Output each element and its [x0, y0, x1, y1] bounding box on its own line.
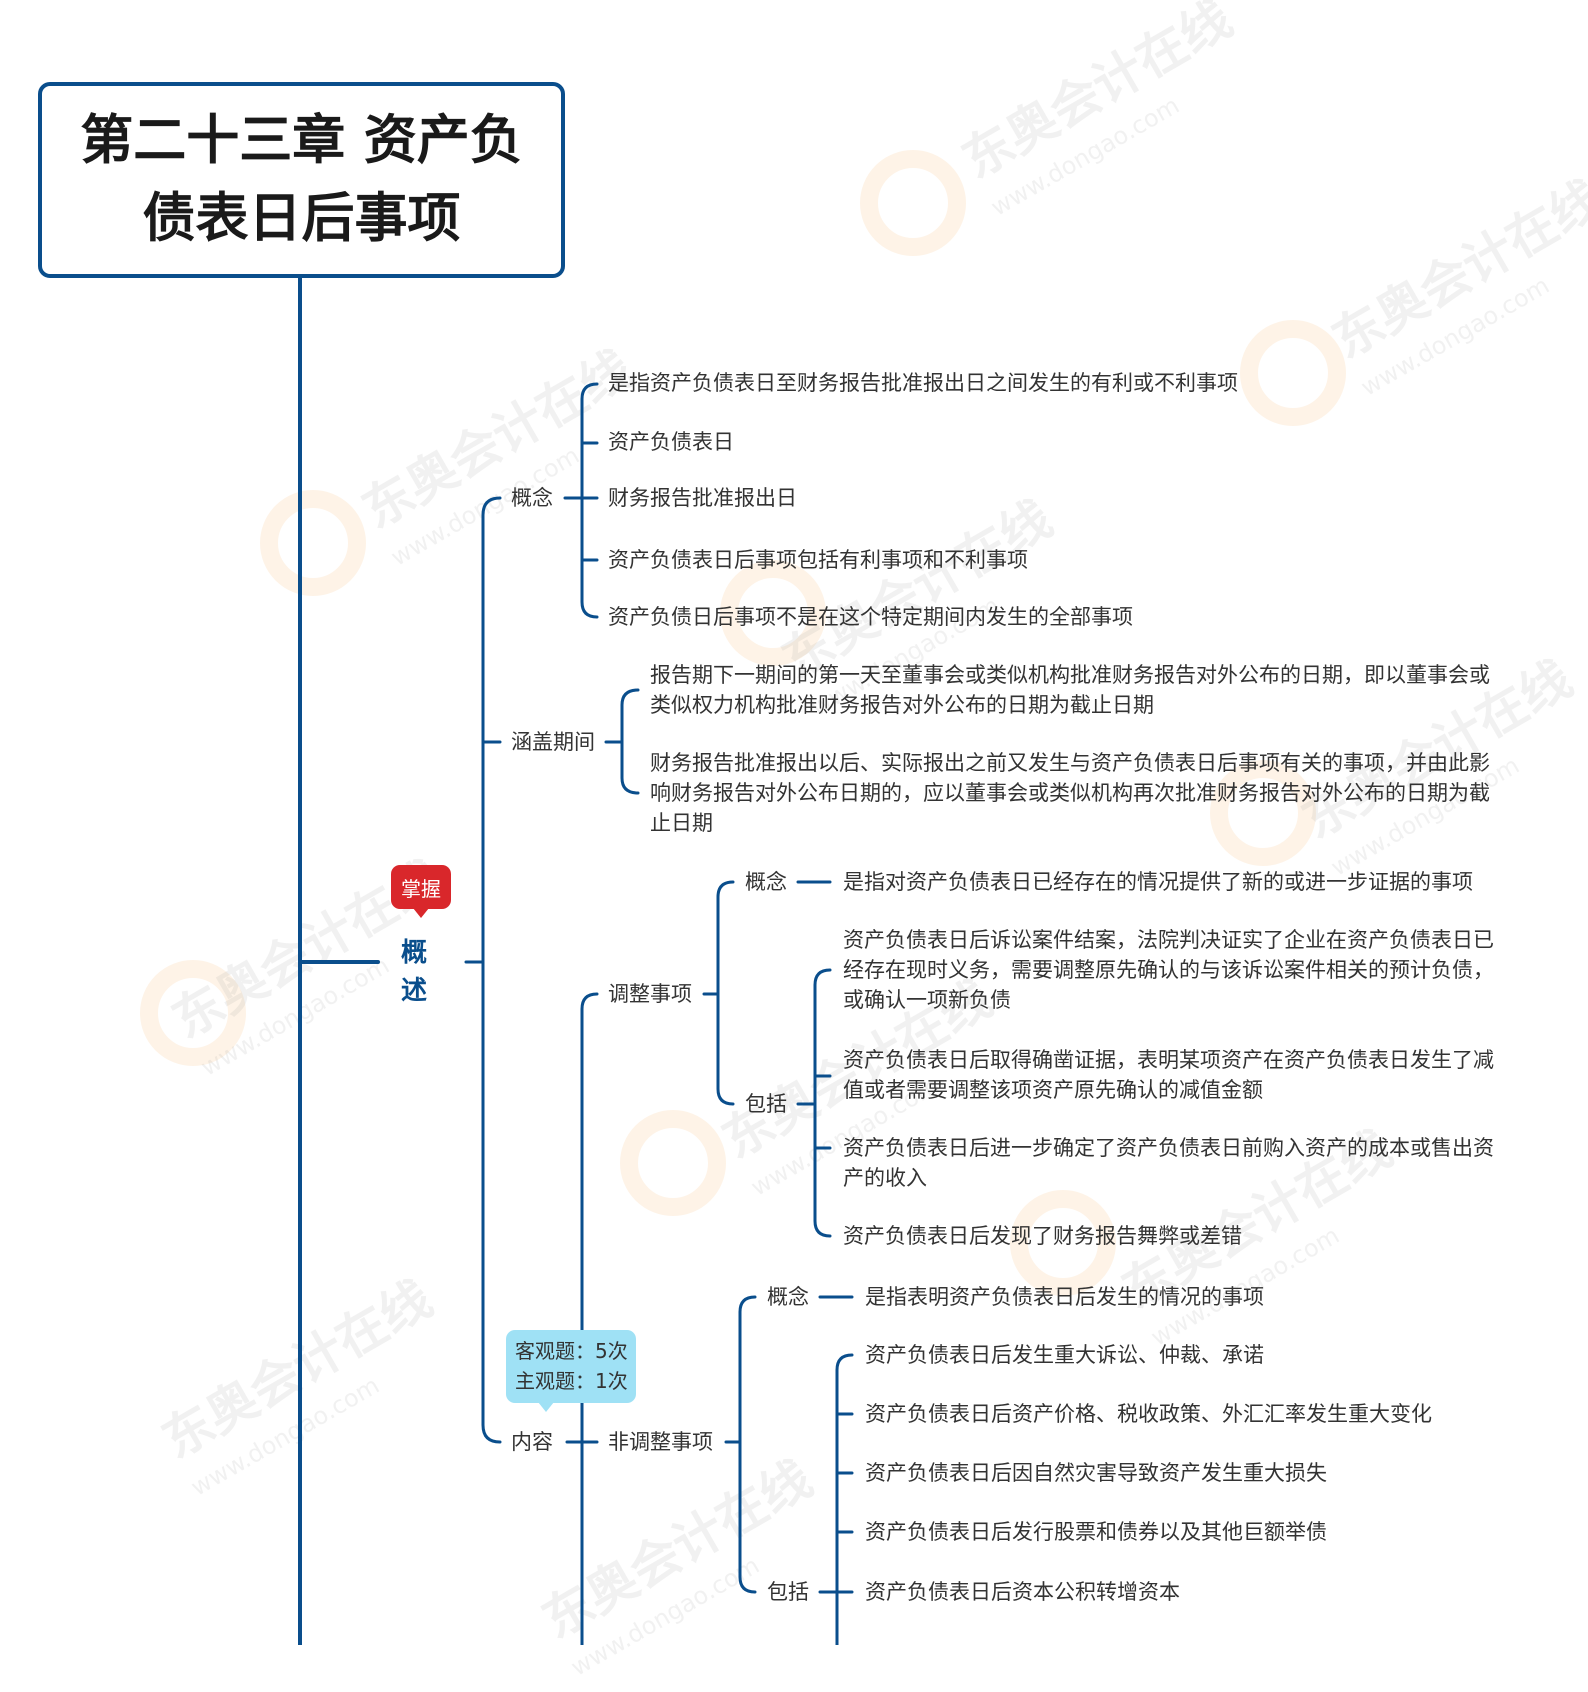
- nonadjusting-concept-label[interactable]: 概念: [767, 1285, 809, 1309]
- branch-period[interactable]: 涵盖期间: [511, 730, 595, 754]
- adjusting-concept-text[interactable]: 是指对资产负债表日已经存在的情况提供了新的或进一步证据的事项: [843, 870, 1473, 894]
- period-item[interactable]: 报告期下一期间的第一天至董事会或类似机构批准财务报告对外公布的日期，即以董事会或…: [650, 663, 1490, 717]
- concept-bracket: [580, 382, 599, 619]
- adjusting-concept-label[interactable]: 概念: [745, 870, 787, 894]
- adjusting-bracket: [716, 880, 735, 1106]
- concept-item[interactable]: 财务报告批准报出日: [608, 486, 797, 510]
- adjusting-item[interactable]: 资产负债表日后取得确凿证据，表明某项资产在资产负债表日发生了减值或者需要调整该项…: [843, 1048, 1494, 1102]
- mindmap-connectors: [298, 276, 854, 1645]
- content-bracket: [580, 992, 599, 1645]
- nonadjusting-item[interactable]: 资产负债表日后资本公积转增资本: [865, 1580, 1180, 1604]
- concept-item[interactable]: 资产负债日后事项不是在这个特定期间内发生的全部事项: [608, 605, 1133, 629]
- nonadjusting-include-bracket: [835, 1353, 854, 1645]
- nonadjusting-item[interactable]: 资产负债表日后发行股票和债券以及其他巨额举债: [865, 1520, 1327, 1544]
- period-bracket: [620, 688, 640, 795]
- nonadjusting-item[interactable]: 资产负债表日后因自然灾害导致资产发生重大损失: [865, 1461, 1327, 1485]
- adjusting-item[interactable]: 资产负债表日后发现了财务报告舞弊或差错: [843, 1224, 1242, 1248]
- adjusting-item[interactable]: 资产负债表日后进一步确定了资产负债表日前购入资产的成本或售出资产的收入: [843, 1136, 1494, 1190]
- nonadjusting-include-label[interactable]: 包括: [767, 1580, 809, 1604]
- nonadjusting-item[interactable]: 资产负债表日后资产价格、税收政策、外汇汇率发生重大变化: [865, 1402, 1432, 1426]
- nonadjusting-item[interactable]: 资产负债表日后发生重大诉讼、仲裁、承诺: [865, 1343, 1264, 1367]
- nonadjusting-concept-text[interactable]: 是指表明资产负债表日后发生的情况的事项: [865, 1285, 1264, 1309]
- section-label[interactable]: 概述: [400, 938, 427, 1006]
- concept-item[interactable]: 资产负债表日: [608, 430, 734, 454]
- concept-item[interactable]: 是指资产负债表日至财务报告批准报出日之间发生的有利或不利事项: [608, 371, 1238, 395]
- branch-non-adjusting[interactable]: 非调整事项: [608, 1430, 713, 1454]
- period-item[interactable]: 财务报告批准报出以后、实际报出之前又发生与资产负债表日后事项有关的事项，并由此影…: [650, 751, 1490, 835]
- adjusting-include-bracket: [813, 968, 832, 1238]
- exam-frequency-note: 客观题：5次 主观题：1次: [506, 1330, 636, 1412]
- adjusting-include-label[interactable]: 包括: [745, 1092, 787, 1116]
- branch-concept[interactable]: 概念: [511, 486, 553, 510]
- concept-item[interactable]: 资产负债表日后事项包括有利事项和不利事项: [608, 548, 1028, 572]
- note-line: 主观题：1次: [515, 1369, 628, 1393]
- branch-adjusting[interactable]: 调整事项: [608, 982, 692, 1006]
- nonadjusting-bracket: [738, 1295, 757, 1594]
- title-box[interactable]: 第二十三章 资产负债表日后事项: [38, 82, 565, 278]
- note-line: 客观题：5次: [515, 1339, 628, 1363]
- level1-bracket: [481, 496, 502, 1444]
- mastery-badge: 掌握: [391, 865, 451, 918]
- page-title: 第二十三章 资产负债表日后事项: [80, 110, 523, 249]
- adjusting-item[interactable]: 资产负债表日后诉讼案件结案，法院判决证实了企业在资产负债表日已经存在现时义务，需…: [843, 928, 1494, 1012]
- branch-content[interactable]: 内容: [511, 1430, 553, 1454]
